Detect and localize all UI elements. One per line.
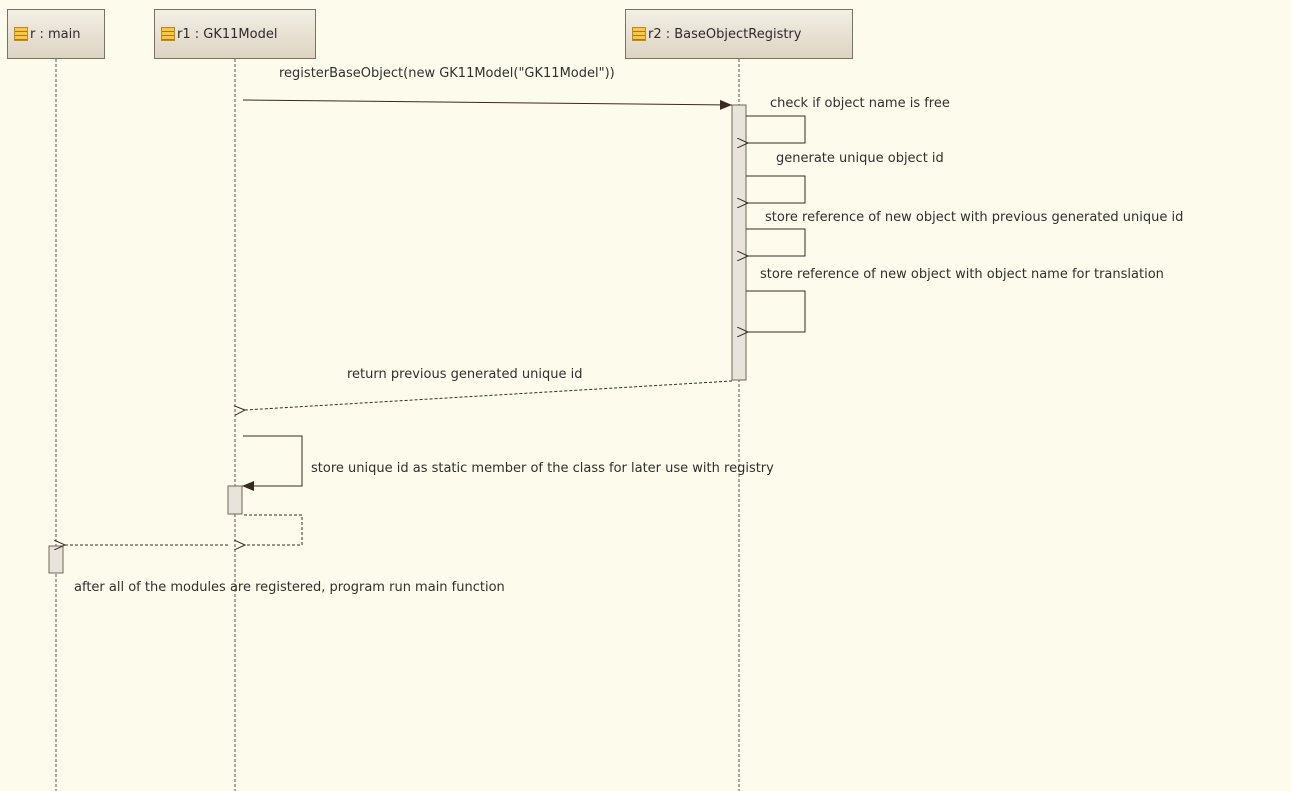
- message-label-generate-id: generate unique object id: [776, 151, 944, 166]
- message-label-store-static: store unique id as static member of the …: [311, 461, 774, 476]
- message-label-store-ref-id: store reference of new object with previ…: [765, 210, 1184, 225]
- activation-bar-registry: [731, 104, 747, 381]
- object-icon: [14, 27, 28, 41]
- self-message-store-ref-id: [746, 228, 806, 256]
- lifeline-label-main: r : main: [30, 26, 81, 42]
- object-icon: [161, 27, 175, 41]
- message-arrow-register: [242, 99, 733, 110]
- lifeline-label-baseobjectregistry: r2 : BaseObjectRegistry: [648, 26, 802, 42]
- activation-bar-gk11model: [227, 485, 243, 515]
- lifeline-header-baseobjectregistry[interactable]: r2 : BaseObjectRegistry: [625, 9, 853, 59]
- return-arrow-id: [245, 380, 733, 410]
- note-after-register: after all of the modules are registered,…: [74, 580, 505, 595]
- message-label-store-ref-name: store reference of new object with objec…: [760, 267, 1164, 282]
- object-icon: [632, 27, 646, 41]
- self-message-store-static: [242, 435, 303, 491]
- message-label-return-id: return previous generated unique id: [347, 367, 583, 382]
- lifeline-label-gk11model: r1 : GK11Model: [177, 26, 278, 42]
- self-return-store-static: [244, 514, 303, 545]
- message-label-check-name: check if object name is free: [770, 96, 950, 111]
- message-label-register: registerBaseObject(new GK11Model("GK11Mo…: [279, 66, 615, 81]
- self-message-generate-id: [746, 175, 806, 203]
- lifeline-header-gk11model[interactable]: r1 : GK11Model: [154, 9, 316, 59]
- activation-bar-main: [48, 545, 64, 574]
- lifeline-header-main[interactable]: r : main: [7, 9, 105, 59]
- self-message-check-name: [746, 115, 806, 143]
- self-message-store-ref-name: [746, 290, 806, 332]
